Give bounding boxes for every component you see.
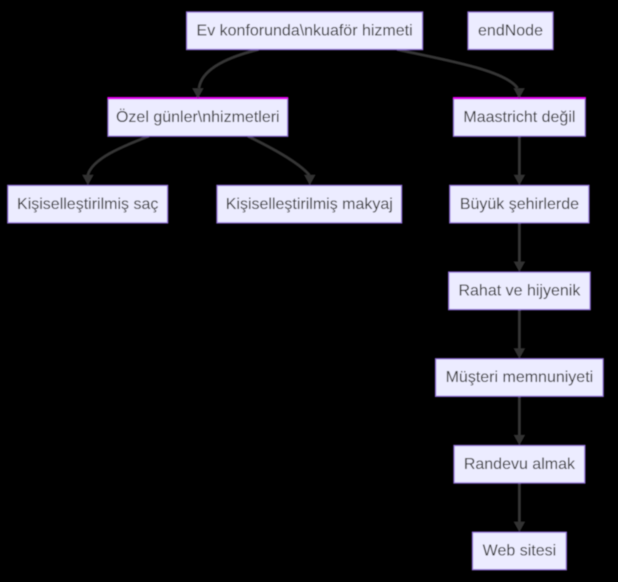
svg-text:Kişiselleştirilmiş saç: Kişiselleştirilmiş saç xyxy=(17,196,158,213)
svg-text:Büyük şehirlerde: Büyük şehirlerde xyxy=(460,196,579,213)
svg-text:Web sitesi: Web sitesi xyxy=(483,543,557,560)
svg-text:Özel günler\nhizmetleri: Özel günler\nhizmetleri xyxy=(116,108,280,126)
svg-text:Rahat ve hijyenik: Rahat ve hijyenik xyxy=(458,283,581,300)
svg-text:Ev konforunda\nkuaför hizmeti: Ev konforunda\nkuaför hizmeti xyxy=(197,22,413,39)
svg-text:endNode: endNode xyxy=(478,22,543,39)
svg-text:Maastricht değil: Maastricht değil xyxy=(463,109,575,126)
svg-text:Kişiselleştirilmiş makyaj: Kişiselleştirilmiş makyaj xyxy=(226,196,393,213)
svg-text:Müşteri memnuniyeti: Müşteri memnuniyeti xyxy=(446,369,594,386)
svg-text:Randevu almak: Randevu almak xyxy=(464,456,576,473)
